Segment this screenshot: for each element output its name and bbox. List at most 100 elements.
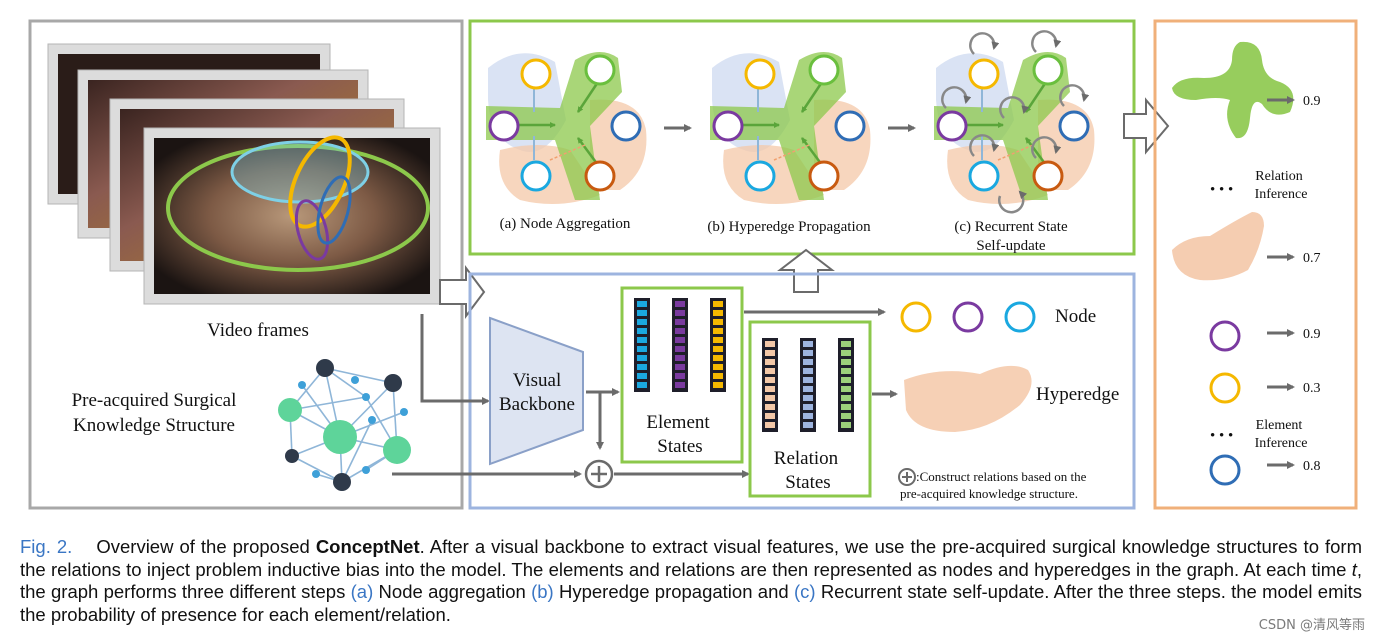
relation-state-vectors	[762, 338, 854, 432]
element-vector-cyan-cell	[637, 328, 647, 334]
relation-vector-blue-cell	[803, 341, 813, 347]
relation-vector-green-cell	[841, 368, 851, 374]
relation-vector-green-cell	[841, 395, 851, 401]
element-vector-cyan-cell	[637, 373, 647, 379]
step-c-label-line2: Self-update	[976, 238, 1045, 254]
relation-vector-peach-cell	[765, 413, 775, 419]
caption-step-c: (c)	[793, 581, 816, 602]
step-recurrent-update-graph	[934, 52, 1094, 204]
relation-vector-green-cell	[841, 341, 851, 347]
element-vector-purple-cell	[675, 319, 685, 325]
relation-vector-peach-cell	[765, 395, 775, 401]
element-vector-yellow-cell	[713, 310, 723, 316]
relation-vector-peach-cell	[765, 377, 775, 383]
caption-part2: . After a visual backbone to extract vis…	[20, 536, 1362, 580]
element-states-label-line2: States	[657, 436, 702, 457]
relation-2-score: 0.7	[1303, 251, 1321, 266]
relation-vector-blue-cell	[803, 350, 813, 356]
knowledge-label-line1: Pre-acquired Surgical	[72, 390, 237, 411]
relation-vector-blue-cell	[803, 422, 813, 428]
caption-time-var: t	[1351, 558, 1357, 580]
relation-inference-line1: Relation	[1255, 169, 1302, 184]
caption-fig-label: Fig. 2.	[20, 536, 73, 557]
relation-1-shape	[1172, 41, 1294, 139]
element-state-vectors	[634, 298, 726, 392]
node-yellow	[900, 301, 932, 333]
frames-to-backbone-hollow-arrow	[439, 265, 486, 319]
relation-vector-green-cell	[841, 350, 851, 356]
relation-vector-blue-cell	[803, 359, 813, 365]
relation-vector-green-cell	[841, 404, 851, 410]
element-vector-purple-cell	[675, 364, 685, 370]
element-blue-circle	[1209, 454, 1241, 486]
relation-vector-blue-cell	[803, 377, 813, 383]
element-inference-line2: Inference	[1255, 436, 1308, 451]
element-vector-purple-cell	[675, 382, 685, 388]
relation-states-label-line2: States	[785, 472, 830, 493]
relation-vector-peach-cell	[765, 341, 775, 347]
element-vector-yellow-cell	[713, 319, 723, 325]
relation-2-shape	[1172, 212, 1264, 281]
element-vector-purple-cell	[675, 355, 685, 361]
inference-panel	[1153, 19, 1358, 510]
step-b-label: (b) Hyperedge Propagation	[707, 219, 871, 235]
input-panel	[28, 19, 464, 510]
element-ellipsis: • • •	[1210, 428, 1233, 444]
relation-vector-blue-cell	[803, 395, 813, 401]
state-encoding-panel	[468, 272, 1136, 510]
construct-operator	[584, 459, 614, 489]
element-vector-purple-cell	[675, 301, 685, 307]
relation-1-score: 0.9	[1303, 94, 1321, 109]
element-vector-purple-cell	[675, 373, 685, 379]
self-update-loops	[941, 30, 1090, 214]
caption-step-a-text: Node aggregation	[373, 581, 532, 602]
relation-vector-peach-cell	[765, 359, 775, 365]
relation-vector-peach-cell	[765, 350, 775, 356]
element-vector-purple-cell	[675, 310, 685, 316]
caption-part1: Overview of the proposed	[96, 536, 316, 557]
caption-step-c-text: Recurrent state self-update. After the t…	[20, 581, 1362, 625]
element-vector-yellow-cell	[713, 382, 723, 388]
node-purple	[952, 301, 984, 333]
element-vector-cyan-cell	[637, 319, 647, 325]
step-hyperedge-propagation-graph	[710, 52, 870, 204]
element-vector-cyan-cell	[637, 346, 647, 352]
relation-vector-green-cell	[841, 422, 851, 428]
caption-model-name: ConceptNet	[315, 536, 420, 557]
construct-note-line2: pre-acquired knowledge structure.	[900, 486, 1078, 501]
backbone-label-line2: Backbone	[499, 394, 575, 415]
element-vector-cyan-cell	[637, 364, 647, 370]
element-vector-cyan-cell	[637, 382, 647, 388]
element-vector-cyan-cell	[637, 337, 647, 343]
knowledge-label-line2: Knowledge Structure	[73, 415, 235, 436]
relation-inference-line2: Inference	[1255, 187, 1308, 202]
element-vector-yellow-cell	[713, 364, 723, 370]
node-label: Node	[1055, 306, 1096, 327]
element-yellow-circle	[1209, 372, 1241, 404]
element-vector-purple-cell	[675, 337, 685, 343]
steps-to-inference-hollow-arrow	[1123, 97, 1170, 155]
backbone-label-line1: Visual	[513, 370, 561, 391]
element-vector-yellow-cell	[713, 337, 723, 343]
relation-states-label-line1: Relation	[774, 448, 839, 469]
construct-legend-icon	[898, 468, 916, 486]
relation-vector-blue-cell	[803, 404, 813, 410]
step-node-aggregation-graph	[486, 51, 647, 204]
element-vector-cyan-cell	[637, 310, 647, 316]
states-to-graph-hollow-arrow	[777, 248, 835, 293]
relation-vector-blue-cell	[803, 368, 813, 374]
step-a-label: (a) Node Aggregation	[500, 216, 631, 232]
relation-vector-blue-cell	[803, 386, 813, 392]
element-yellow-score: 0.3	[1303, 381, 1321, 396]
conceptnet-figure: Video frames Pre-acquired Surgical Knowl…	[28, 19, 1358, 510]
relation-vector-peach-cell	[765, 368, 775, 374]
element-purple-circle	[1209, 320, 1241, 352]
visual-backbone	[489, 316, 584, 466]
relation-vector-blue-cell	[803, 413, 813, 419]
relation-vector-peach-cell	[765, 422, 775, 428]
element-purple-score: 0.9	[1303, 327, 1321, 342]
element-vector-yellow-cell	[713, 355, 723, 361]
knowledge-graph-nodes	[278, 359, 411, 491]
step-c-label-line1: (c) Recurrent State	[954, 219, 1068, 235]
figure-caption: Fig. 2. Overview of the proposed Concept…	[20, 536, 1362, 626]
